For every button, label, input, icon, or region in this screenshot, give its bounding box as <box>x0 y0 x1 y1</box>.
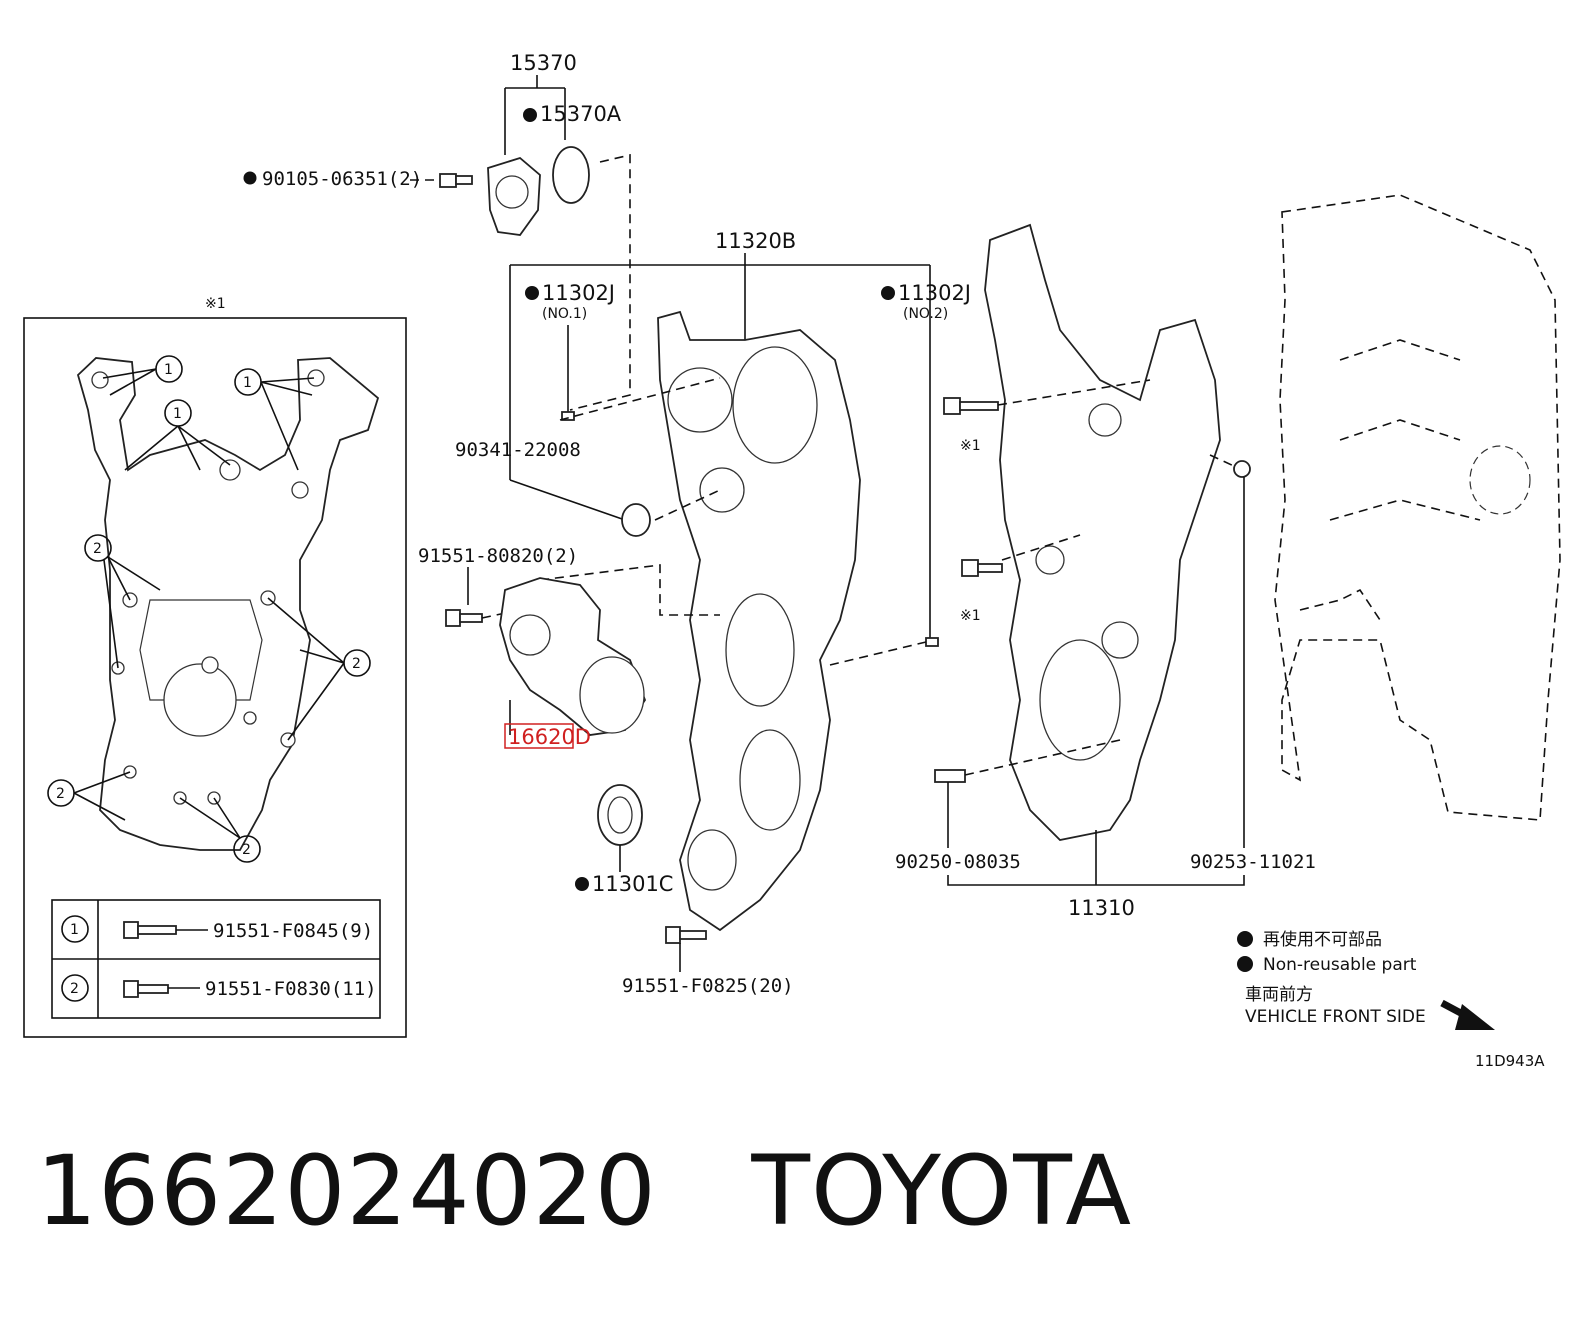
label-11301C: 11301C <box>592 872 673 896</box>
non-reusable-dot <box>525 286 539 300</box>
inset-panel: ※1 1 1 1 <box>23 296 407 1038</box>
svg-text:1: 1 <box>173 406 182 422</box>
bolt-icon <box>665 926 707 944</box>
svg-text:1: 1 <box>70 922 79 938</box>
svg-text:2: 2 <box>352 656 361 672</box>
front-side-en: VEHICLE FRONT SIDE <box>1245 1007 1426 1027</box>
svg-text:1: 1 <box>243 375 252 391</box>
front-arrow-icon <box>1440 999 1495 1030</box>
label-11320B: 11320B <box>715 229 796 253</box>
plug-90341 <box>621 503 651 537</box>
svg-text:2: 2 <box>56 786 65 802</box>
part-16620D-group: 91551-80820(2) 16620D <box>418 545 647 749</box>
callout-2-d: 2 <box>179 797 261 863</box>
svg-text:1: 1 <box>164 362 173 378</box>
label-11310: 11310 <box>1068 896 1135 920</box>
bolt-note-a: ※1 <box>943 397 999 454</box>
inset-gasket-outline <box>76 357 380 851</box>
dowel-90250 <box>934 739 1121 848</box>
inset-row-1-part: 91551-F0845(9) <box>213 920 373 942</box>
inset-row-1: 1 91551-F0845(9) <box>61 915 373 943</box>
svg-text:2: 2 <box>70 981 79 997</box>
label-91551-F0825: 91551-F0825(20) <box>622 975 794 997</box>
label-91551-80820: 91551-80820(2) <box>418 545 578 567</box>
label-11302J-no2: 11302J <box>898 281 971 305</box>
highlight-box <box>504 723 574 749</box>
part-11320B-group: 11320B 11302J (NO.1) 11302J (NO.2) 90341… <box>455 229 971 647</box>
inset-bolt-table: 1 91551-F0845(9) 2 91551-F0830(11) <box>51 899 381 1019</box>
note-1-b: ※1 <box>960 608 981 624</box>
non-reusable-dot <box>575 877 589 891</box>
callout-2-b: 2 <box>267 597 371 741</box>
o-ring-15370A <box>552 146 590 204</box>
non-reusable-dot <box>881 286 895 300</box>
legend-en: Non-reusable part <box>1263 955 1417 975</box>
label-11302J-no2-sub: (NO.2) <box>903 306 948 322</box>
inset-title: ※1 <box>205 296 226 312</box>
label-15370A: 15370A <box>540 102 622 126</box>
callout-1-c: 1 <box>234 368 315 471</box>
label-90253: 90253-11021 <box>1190 851 1316 873</box>
bolt-icon <box>123 921 177 939</box>
bolt-icon <box>439 173 473 188</box>
front-side-jp: 車両前方 <box>1245 985 1313 1005</box>
part-91551-F0825-group: 91551-F0825(20) <box>622 926 794 997</box>
non-reusable-dot <box>523 108 537 122</box>
non-reusable-dot <box>1237 931 1253 947</box>
legend: 再使用不可部品 Non-reusable part 車両前方 VEHICLE F… <box>1237 929 1545 1070</box>
label-90250: 90250-08035 <box>895 851 1021 873</box>
label-15370: 15370 <box>510 51 577 75</box>
callout-1-a: 1 <box>102 355 183 396</box>
callout-2-a: 2 <box>84 534 161 669</box>
callout-2-c: 2 <box>47 771 131 821</box>
part-number-caption: 1662024020 TOYOTA <box>36 1135 1133 1247</box>
note-1-a: ※1 <box>960 438 981 454</box>
label-16620D: 16620D <box>508 725 591 749</box>
legend-jp: 再使用不可部品 <box>1263 929 1382 950</box>
bolt-icon <box>445 609 483 627</box>
label-11302J-no1: 11302J <box>542 281 615 305</box>
label-90341: 90341-22008 <box>455 439 581 461</box>
engine-block-outline <box>1274 194 1561 821</box>
bolt-note-b: ※1 <box>960 534 1081 624</box>
inset-row-2: 2 91551-F0830(11) <box>61 974 377 1002</box>
svg-text:2: 2 <box>242 842 251 858</box>
svg-text:2: 2 <box>93 541 102 557</box>
non-reusable-dot <box>243 171 257 185</box>
bolt-icon <box>961 559 1003 577</box>
part-11301C-group: 11301C <box>575 784 673 896</box>
non-reusable-dot <box>1237 956 1253 972</box>
callout-1-b: 1 <box>124 399 231 471</box>
bolt-icon <box>943 397 999 415</box>
label-90105: 90105-06351(2) <box>262 168 422 190</box>
part-15370-group: 15370 15370A 90105-06351(2) <box>243 51 631 411</box>
bolt-icon <box>123 980 169 998</box>
inset-row-2-part: 91551-F0830(11) <box>205 978 377 1000</box>
dowel-90253 <box>1209 454 1251 848</box>
diagram-code: 11D943A <box>1475 1052 1545 1070</box>
label-11302J-no1-sub: (NO.1) <box>542 306 587 322</box>
